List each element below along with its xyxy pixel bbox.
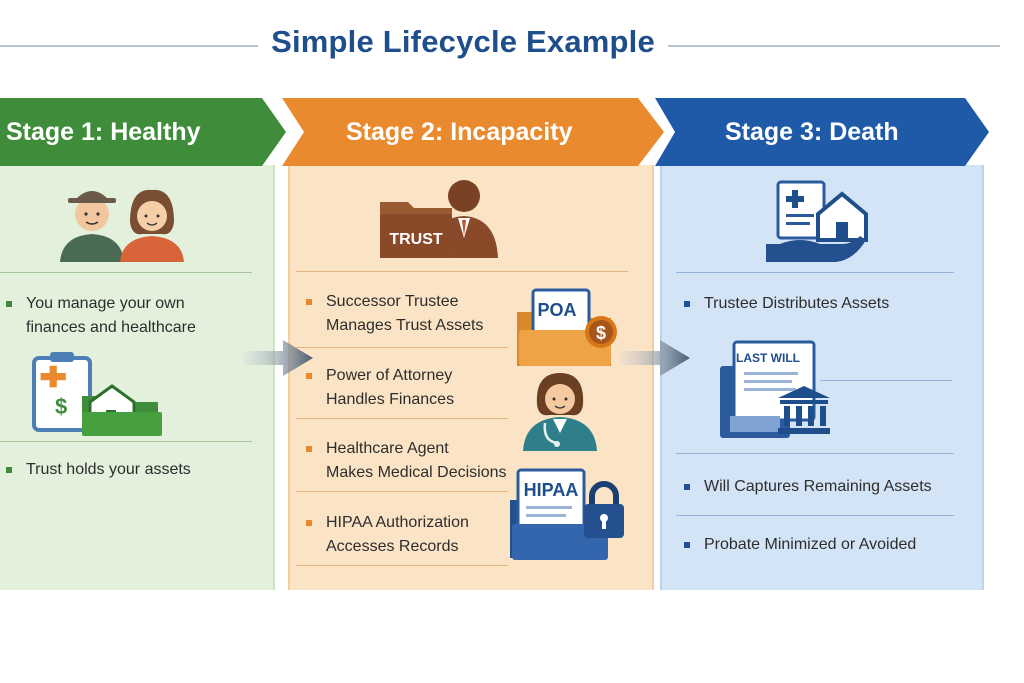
svg-text:$: $ [596,323,606,343]
flow-arrow-2-icon [620,340,690,376]
stage-3-item-probate: Probate Minimized or Avoided [684,533,954,559]
bullet-marker [684,484,690,490]
stage-2-item-poa: Power of Attorney Handles Finances [306,364,516,416]
stage-1-item-text: Trust holds your assets [26,461,191,478]
title-divider-right [668,45,1000,47]
stage-2-label: Stage 2: Incapacity [346,118,573,146]
bullet-marker [684,542,690,548]
stage-3-item-will: Will Captures Remaining Assets [684,475,954,501]
stage-2-item-trustee: Successor Trustee Manages Trust Assets [306,290,516,342]
stage-1-item-line-2: finances and healthcare [26,319,196,336]
stage-2-item-4-line-1: HIPAA Authorization [326,514,469,531]
stage-2-item-4-line-2: Accesses Records [326,538,459,555]
hipaa-lock-icon: HIPAA [510,468,624,560]
stage-3-divider-2 [820,380,952,381]
couple-icon [60,189,184,262]
stage-2-divider-5 [296,565,508,566]
stage-3-divider-3 [676,453,954,454]
stage-2-divider-4 [296,491,508,492]
stage-1-item-trust: Trust holds your assets [6,458,256,484]
trustee-folder-icon: TRUST [380,180,498,258]
stage-2-divider-2 [296,347,508,348]
stage-3-divider-4 [676,515,954,516]
stage-3-label: Stage 3: Death [725,118,899,146]
bullet-marker [306,520,312,526]
bullet-marker [306,446,312,452]
bullet-marker [6,467,12,473]
bullet-marker [306,373,312,379]
stage-3-divider-1 [676,272,954,273]
title-divider-left [0,45,258,47]
stage-2-item-3-line-2: Makes Medical Decisions [326,464,507,481]
page-title: Simple Lifecycle Example [271,24,655,59]
last-will-bank-icon: LAST WILL [720,340,830,438]
stage-1-banner: Stage 1: Healthy [0,98,288,166]
stage-3-item-text: Probate Minimized or Avoided [704,536,917,553]
stage-2-item-2-line-2: Handles Finances [326,391,455,408]
title-row: Simple Lifecycle Example [0,20,1024,70]
trust-label: TRUST [389,231,443,248]
stage-3-item-text: Will Captures Remaining Assets [704,478,932,495]
stage-2-item-hipaa: HIPAA Authorization Accesses Records [306,511,516,563]
stage-2-divider-3 [296,418,508,419]
hipaa-label: HIPAA [524,480,579,500]
stage-1-item-manage: You manage your own finances and healthc… [6,292,256,344]
bullet-marker [684,301,690,307]
stage-2-banner: Stage 2: Incapacity [282,98,672,166]
stage-2-item-1-line-1: Successor Trustee [326,293,459,310]
bullet-marker [306,299,312,305]
stage-2-divider-1 [296,271,628,272]
stage-3-item-distribute: Trustee Distributes Assets [684,292,954,318]
checklist-house-folder-icon: $ [32,352,162,436]
stage-1-item-line-1: You manage your own [26,295,185,312]
stage-2-item-healthcare: Healthcare Agent Makes Medical Decisions [306,437,516,489]
nurse-icon [523,373,597,451]
stage-2-item-1-line-2: Manages Trust Assets [326,317,484,334]
stage-1-label: Stage 1: Healthy [6,118,201,146]
stage-2-item-2-line-1: Power of Attorney [326,367,453,384]
flow-arrow-1-icon [243,340,313,376]
poa-label: POA [537,300,576,320]
poa-document-icon: POA $ [517,288,617,366]
stage-3-item-text: Trustee Distributes Assets [704,295,890,312]
bullet-marker [6,301,12,307]
stage-1-divider-bottom [0,441,252,442]
stage-2-item-3-line-1: Healthcare Agent [326,440,449,457]
last-will-label: LAST WILL [736,351,800,365]
svg-text:$: $ [55,394,67,419]
stage-1-divider-top [0,272,252,273]
stage-3-banner: Stage 3: Death [655,98,995,166]
hand-house-document-icon [766,180,868,262]
